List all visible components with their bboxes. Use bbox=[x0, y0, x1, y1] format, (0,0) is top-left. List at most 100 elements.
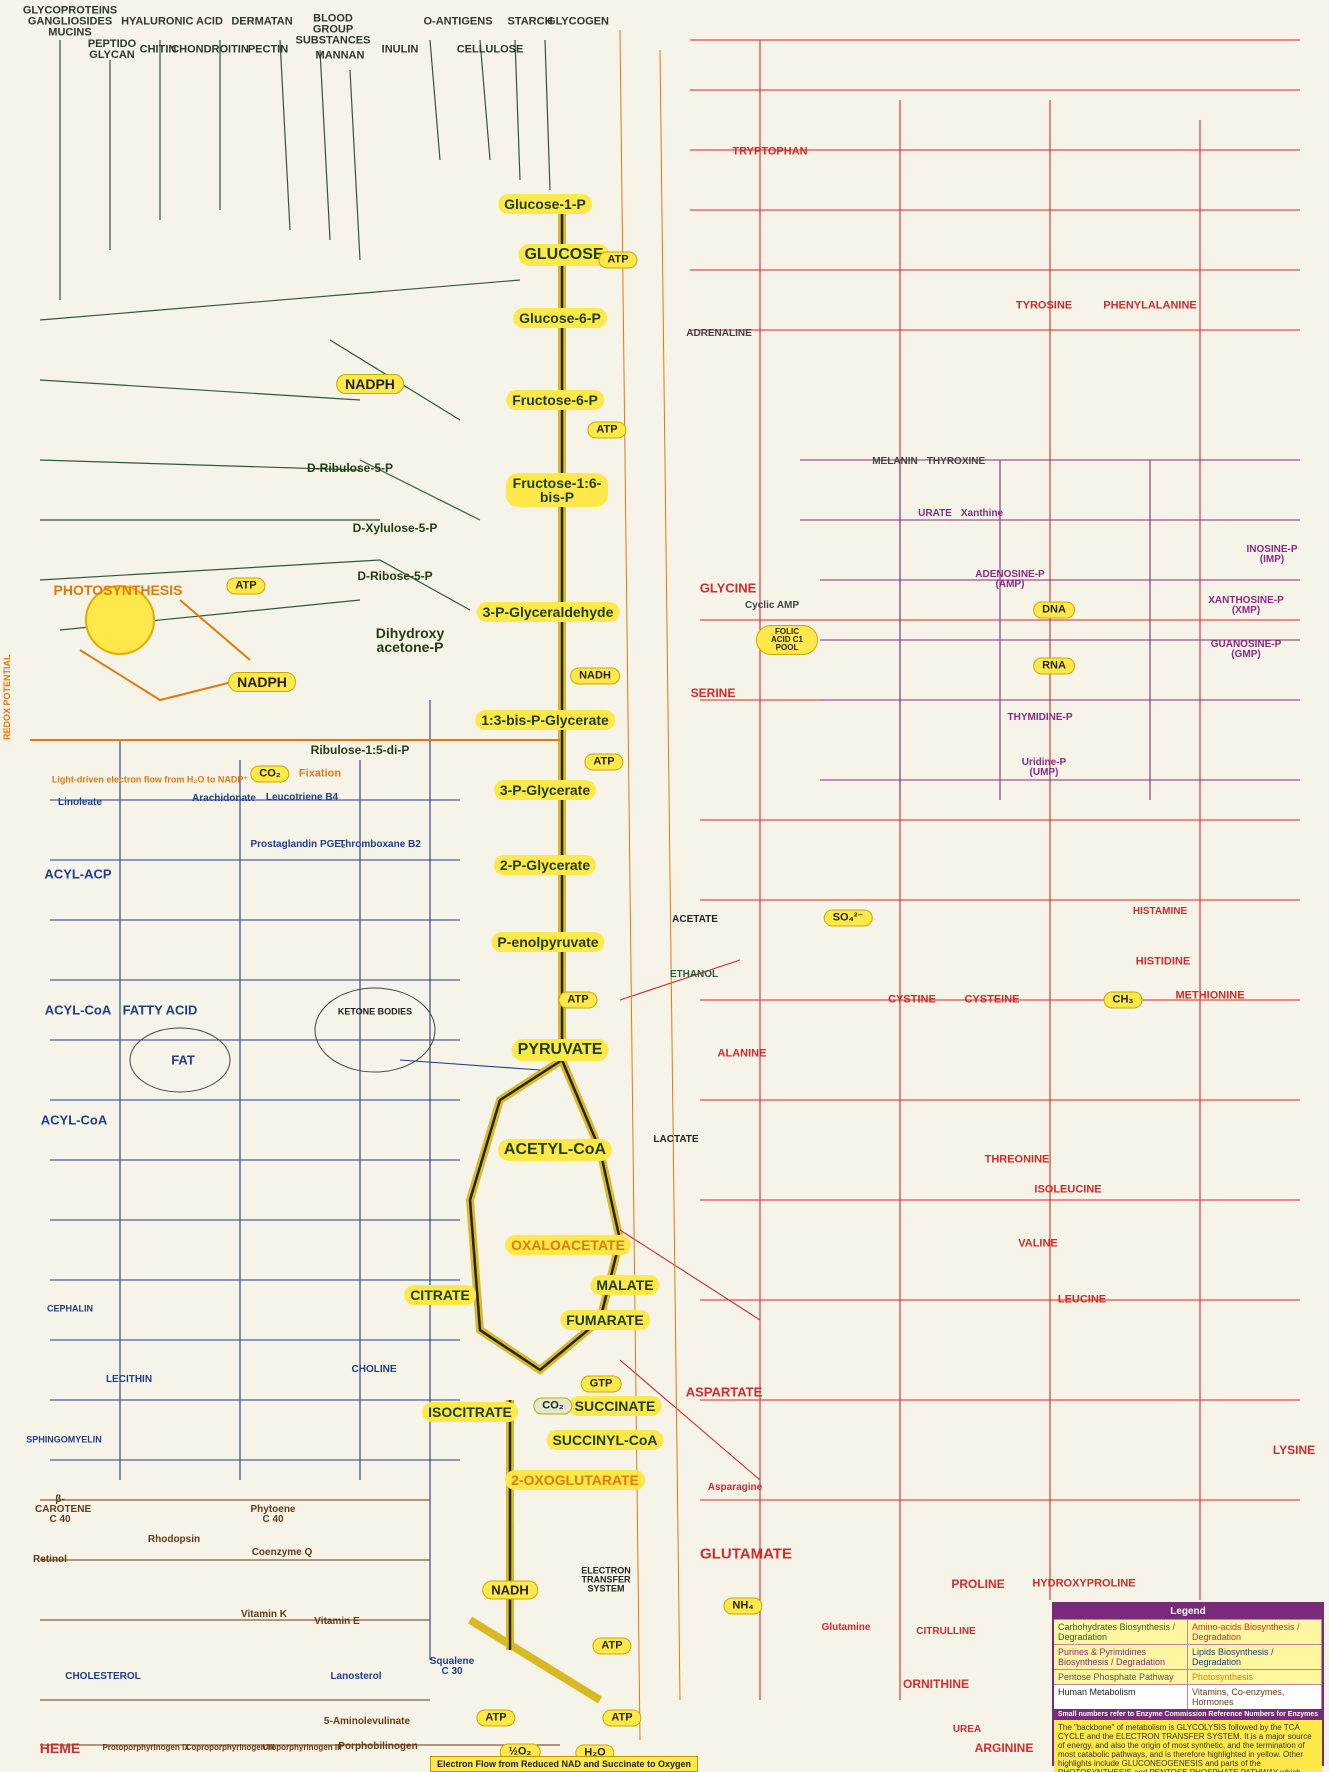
acetyl-coa: ACETYL-CoA bbox=[498, 1139, 612, 1161]
title-dermatan: DERMATAN bbox=[231, 17, 292, 28]
cystine: CYSTINE bbox=[888, 995, 936, 1006]
arginine: ARGININE bbox=[975, 1742, 1034, 1754]
squalene: Squalene C 30 bbox=[427, 1657, 477, 1677]
5-aminolevulinate: 5-Aminolevulinate bbox=[324, 1717, 410, 1727]
legend-row: Pentose Phosphate Pathway Photosynthesis bbox=[1054, 1669, 1322, 1684]
legend-amino-acids: Amino-acids Biosynthesis / Degradation bbox=[1188, 1620, 1322, 1644]
leucine: LEUCINE bbox=[1058, 1295, 1106, 1306]
title-hyaluronic-acid: HYALURONIC ACID bbox=[121, 17, 223, 28]
folic-acid-pool: FOLIC ACID C1 POOL bbox=[756, 625, 818, 655]
legend-row: Carbohydrates Biosynthesis / Degradation… bbox=[1054, 1619, 1322, 1644]
atp-badge: ATP bbox=[558, 992, 597, 1009]
ammonium-badge: NH₄ bbox=[723, 1598, 762, 1615]
succinyl-coa: SUCCINYL-CoA bbox=[547, 1430, 664, 1450]
arachidonate: Arachidonate bbox=[192, 794, 256, 804]
isocitrate: ISOCITRATE bbox=[422, 1402, 518, 1422]
co2-badge: CO₂ bbox=[533, 1398, 572, 1415]
rhodopsin: Rhodopsin bbox=[148, 1535, 200, 1545]
atp-badge: ATP bbox=[226, 578, 265, 595]
nadph-badge: NADPH bbox=[228, 672, 296, 692]
guanosine-p-gmp: GUANOSINE-P (GMP) bbox=[1206, 640, 1286, 660]
heme: HEME bbox=[40, 1741, 80, 1755]
atp-badge: ATP bbox=[584, 754, 623, 771]
xanthosine-p-xmp: XANTHOSINE-P (XMP) bbox=[1206, 596, 1286, 616]
adrenaline: ADRENALINE bbox=[686, 329, 752, 339]
glucose-6-p: Glucose-6-P bbox=[513, 308, 607, 328]
fumarate: FUMARATE bbox=[560, 1310, 650, 1330]
title-peptidoglycan: PEPTIDO GLYCAN bbox=[87, 39, 137, 61]
methionine: METHIONINE bbox=[1175, 991, 1244, 1002]
uridine-p-ump: Uridine-P (UMP) bbox=[1014, 758, 1074, 778]
legend-photosynthesis: Photosynthesis bbox=[1188, 1670, 1322, 1684]
cysteine: CYSTEINE bbox=[964, 995, 1019, 1006]
alanine: ALANINE bbox=[718, 1049, 767, 1060]
atp-badge: ATP bbox=[592, 1638, 631, 1655]
lysine: LYSINE bbox=[1273, 1444, 1315, 1456]
prostaglandin: Prostaglandin PGE₂ bbox=[250, 840, 345, 850]
cholesterol: CHOLESTEROL bbox=[65, 1672, 141, 1682]
title-glycoproteins: GLYCOPROTEINS GANGLIOSIDES MUCINS bbox=[15, 6, 125, 39]
isoleucine: ISOLEUCINE bbox=[1034, 1185, 1101, 1196]
legend-note: The "backbone" of metabolism is GLYCOLYS… bbox=[1054, 1720, 1322, 1772]
glycerate-2-p: 2-P-Glycerate bbox=[494, 855, 596, 875]
co2-fixation-label: Fixation bbox=[299, 769, 341, 780]
serine: SERINE bbox=[691, 687, 736, 699]
legend-note-header: Small numbers refer to Enzyme Commission… bbox=[1054, 1709, 1322, 1720]
glutamine: Glutamine bbox=[822, 1623, 871, 1633]
oxaloacetate: OXALOACETATE bbox=[505, 1235, 631, 1255]
thyroxine: THYROXINE bbox=[927, 457, 985, 467]
legend-vitamins: Vitamins, Co-enzymes, Hormones bbox=[1188, 1685, 1322, 1709]
photosynthesis-title: PHOTOSYNTHESIS bbox=[54, 583, 183, 597]
legend-row: Purines & Pyrimidines Biosynthesis / Deg… bbox=[1054, 1644, 1322, 1669]
light-electron-flow-caption: Light-driven electron flow from H₂O to N… bbox=[52, 776, 248, 785]
co2-badge: CO₂ bbox=[250, 766, 289, 783]
ethanol: ETHANOL bbox=[670, 970, 718, 980]
citrate: CITRATE bbox=[404, 1285, 476, 1305]
title-mannan: MANNAN bbox=[316, 51, 365, 62]
title-pectin: PECTIN bbox=[248, 45, 288, 56]
methyl-badge: CH₃ bbox=[1104, 992, 1143, 1009]
urate: URATE bbox=[918, 509, 952, 519]
title-starch: STARCH bbox=[507, 17, 552, 28]
xanthine: Xanthine bbox=[961, 509, 1003, 519]
legend-lipids: Lipids Biosynthesis / Degradation bbox=[1188, 1645, 1322, 1669]
lecithin: LECITHIN bbox=[106, 1375, 152, 1385]
rna-badge: RNA bbox=[1033, 658, 1075, 675]
ribulose-bisphosphate: Ribulose-1:5-di-P bbox=[305, 741, 416, 759]
atp-badge: ATP bbox=[598, 252, 637, 269]
vitamin-k: Vitamin K bbox=[241, 1610, 287, 1620]
sulfate-badge: SO₄²⁻ bbox=[824, 910, 873, 927]
legend-box: Legend Carbohydrates Biosynthesis / Degr… bbox=[1052, 1602, 1324, 1766]
title-inulin: INULIN bbox=[382, 45, 419, 56]
sphingomyelin: SPHINGOMYELIN bbox=[26, 1436, 102, 1445]
bisphosphoglycerate: 1:3-bis-P-Glycerate bbox=[475, 710, 615, 730]
acyl-coa: ACYL-CoA bbox=[41, 1114, 107, 1127]
glycine: GLYCINE bbox=[700, 582, 757, 595]
ornithine: ORNITHINE bbox=[903, 1678, 969, 1690]
aspartate: ASPARTATE bbox=[686, 1386, 763, 1399]
legend-purines: Purines & Pyrimidines Biosynthesis / Deg… bbox=[1054, 1645, 1188, 1669]
gtp-badge: GTP bbox=[581, 1376, 622, 1393]
electron-transfer-system: ELECTRON TRANSFER SYSTEM bbox=[566, 1567, 646, 1594]
porphobilinogen: Porphobilinogen bbox=[338, 1742, 417, 1752]
2-oxoglutarate: 2-OXOGLUTARATE bbox=[505, 1470, 645, 1490]
atp-badge: ATP bbox=[476, 1710, 515, 1727]
legend-pentose: Pentose Phosphate Pathway bbox=[1054, 1670, 1188, 1684]
thromboxane: Thromboxane B2 bbox=[339, 840, 421, 850]
proline: PROLINE bbox=[951, 1578, 1004, 1590]
choline: CHOLINE bbox=[352, 1365, 397, 1375]
pyruvate: PYRUVATE bbox=[512, 1039, 609, 1061]
threonine: THREONINE bbox=[985, 1155, 1050, 1166]
phosphoenolpyruvate: P-enolpyruvate bbox=[491, 932, 604, 952]
legend-human: Human Metabolism bbox=[1054, 1685, 1188, 1709]
beta-carotene: β-CAROTENE C 40 bbox=[35, 1495, 85, 1525]
cephalin: CEPHALIN bbox=[47, 1305, 93, 1314]
d-ribose-5-p: D-Ribose-5-P bbox=[351, 567, 438, 585]
footer-caption: Electron Flow from Reduced NAD and Succi… bbox=[430, 1756, 698, 1772]
vitamin-e: Vitamin E bbox=[314, 1617, 359, 1627]
linoleate: Linoleate bbox=[58, 798, 102, 808]
glyceraldehyde-3-p: 3-P-Glyceraldehyde bbox=[477, 602, 620, 622]
inosine-p-imp: INOSINE-P (IMP) bbox=[1242, 545, 1302, 565]
redox-potential-label: REDOX POTENTIAL bbox=[2, 654, 12, 740]
malate: MALATE bbox=[590, 1275, 659, 1295]
